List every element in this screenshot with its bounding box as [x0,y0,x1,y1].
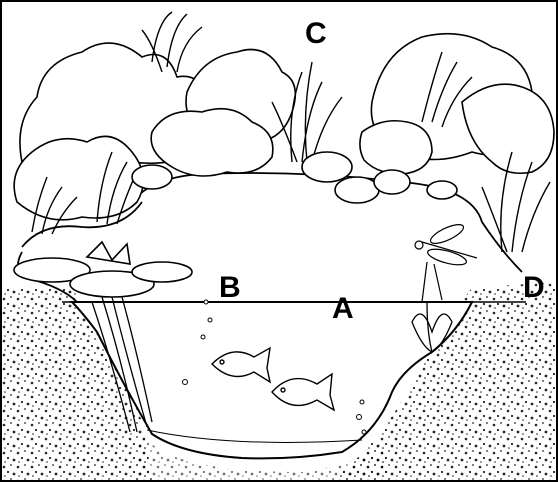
dragonfly [415,221,477,302]
label-d: D [523,273,545,303]
label-a: A [332,294,354,324]
label-b: B [219,273,241,303]
shrubs [14,34,554,220]
label-c: C [305,19,327,49]
